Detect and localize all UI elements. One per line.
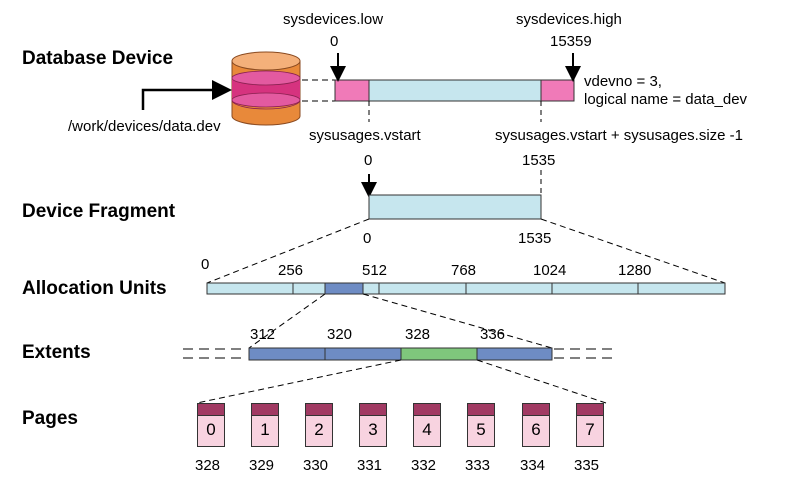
heading-extents: Extents	[22, 342, 91, 363]
sysdevices-high-value: 15359	[550, 33, 592, 50]
heading-device-fragment: Device Fragment	[22, 201, 176, 222]
au-tick-label: 256	[278, 262, 304, 279]
page-box: 5	[467, 403, 495, 447]
extent-tick-label: 320	[327, 326, 353, 343]
heading-database-device: Database Device	[22, 48, 174, 69]
page-number: 4	[422, 420, 432, 439]
logical-page-number: 334	[520, 457, 546, 474]
sysdevices-low-value: 0	[330, 33, 339, 50]
au-tick-label: 1024	[533, 262, 567, 279]
fan-page-left	[196, 359, 402, 404]
heading-pages: Pages	[22, 408, 78, 429]
vstart-label: sysusages.vstart	[309, 127, 421, 144]
page-box: 6	[522, 403, 550, 447]
page-box: 3	[359, 403, 387, 447]
page-box: 7	[576, 403, 604, 447]
page-box: 2	[305, 403, 333, 447]
fan-extent-right	[362, 293, 553, 349]
vend-value: 1535	[522, 152, 556, 169]
vstart-value: 0	[364, 152, 373, 169]
page-header	[523, 404, 549, 416]
vdevno-label: vdevno = 3,	[584, 73, 662, 90]
logical-page-number: 328	[195, 457, 221, 474]
au-tick-label: 768	[451, 262, 477, 279]
page-number: 1	[260, 420, 270, 439]
path-arrow	[141, 80, 232, 110]
fan-left	[206, 218, 370, 284]
logical-page-number: 333	[465, 457, 491, 474]
sysdevices-high-label: sysdevices.high	[516, 11, 622, 28]
fan-right	[540, 218, 726, 284]
extent-tick-label: 312	[250, 326, 276, 343]
extent-tick-label: 336	[480, 326, 506, 343]
logical-name-label: logical name = data_dev	[584, 91, 748, 108]
fragment-start: 0	[363, 230, 372, 247]
page-box: 1	[251, 403, 279, 447]
fan-extent-left	[248, 293, 326, 349]
page-number: 7	[585, 420, 595, 439]
page-number: 6	[531, 420, 541, 439]
extents-bar	[183, 347, 615, 361]
au-tick-label: 512	[362, 262, 388, 279]
vend-label: sysusages.vstart + sysusages.size -1	[495, 127, 744, 144]
logical-page-number: 331	[357, 457, 383, 474]
page-header	[414, 404, 440, 416]
page-number: 0	[206, 420, 216, 439]
heading-allocation-units: Allocation Units	[22, 278, 167, 299]
logical-page-number: 329	[249, 457, 275, 474]
extent-tick-label: 328	[405, 326, 431, 343]
allocation-units-bar	[206, 282, 726, 295]
page-header	[360, 404, 386, 416]
database-cylinder-icon	[231, 51, 301, 126]
page-number: 5	[476, 420, 486, 439]
fan-page-right	[476, 359, 607, 404]
page-header	[252, 404, 278, 416]
page-header	[306, 404, 332, 416]
page-box: 0	[197, 403, 225, 447]
page-number: 2	[314, 420, 324, 439]
page-header	[198, 404, 224, 416]
fragment-end: 1535	[518, 230, 552, 247]
sysdevices-low-label: sysdevices.low	[283, 11, 384, 28]
logical-page-number: 330	[303, 457, 329, 474]
device-fragment-bar	[368, 194, 542, 220]
database-device-bar	[334, 79, 575, 102]
logical-page-number: 332	[411, 457, 437, 474]
logical-page-number: 335	[574, 457, 600, 474]
page-number: 3	[368, 420, 378, 439]
page-header	[468, 404, 494, 416]
page-header	[577, 404, 603, 416]
page-box: 4	[413, 403, 441, 447]
au-tick-label: 0	[201, 256, 210, 273]
device-path-label: /work/devices/data.dev	[68, 118, 221, 135]
au-tick-label: 1280	[618, 262, 652, 279]
